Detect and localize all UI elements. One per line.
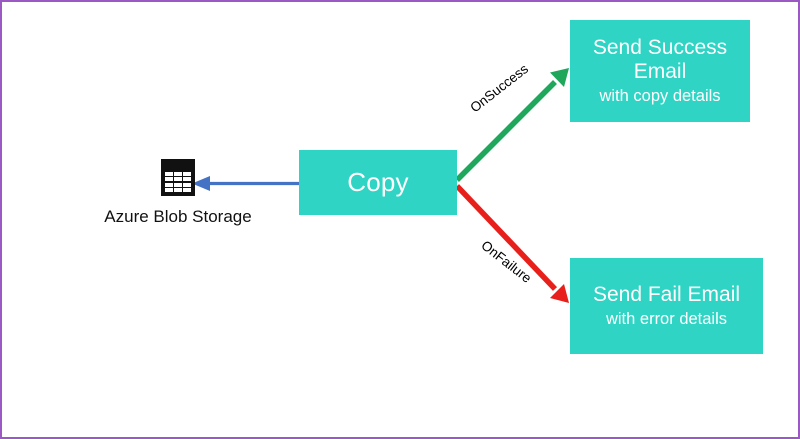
- icon-cell: [174, 177, 182, 181]
- icon-cell: [165, 182, 173, 187]
- icon-cell: [183, 171, 191, 176]
- edge-copy-to-fail-arrowhead: [550, 284, 569, 303]
- icon-cell: [165, 188, 173, 192]
- edge-copy-to-fail-line: [454, 184, 558, 291]
- icon-cell: [174, 188, 182, 192]
- send-fail-email-subtitle: with error details: [605, 310, 728, 329]
- edge-copy-to-success-arrowhead: [550, 68, 569, 87]
- node-send-fail-email: Send Fail Email with error details: [570, 258, 763, 354]
- send-success-email-subtitle: with copy details: [599, 87, 721, 106]
- edge-copy-to-success-line: [455, 80, 557, 182]
- icon-cell: [174, 182, 182, 187]
- table-storage-icon: [161, 159, 195, 196]
- copy-activity-title: Copy: [347, 166, 409, 197]
- send-fail-email-title: Send Fail Email: [592, 283, 741, 307]
- edge-label-onsuccess: OnSuccess: [467, 61, 532, 116]
- send-success-email-title: Send Success Email: [592, 36, 728, 84]
- icon-cell: [165, 177, 173, 181]
- azure-blob-storage-label: Azure Blob Storage: [104, 207, 252, 226]
- node-copy-activity: Copy: [299, 150, 457, 215]
- icon-cell: [183, 177, 191, 181]
- edge-label-onfailure: OnFailure: [478, 237, 535, 286]
- edge-copy-to-fail: [454, 184, 569, 303]
- icon-header-bar: [165, 163, 191, 170]
- icon-cell: [183, 188, 191, 192]
- icon-cell: [183, 182, 191, 187]
- icon-cell: [165, 171, 173, 176]
- node-azure-blob-storage: Azure Blob Storage: [94, 159, 262, 227]
- node-send-success-email: Send Success Email with copy details: [570, 20, 750, 122]
- icon-cell: [174, 171, 182, 176]
